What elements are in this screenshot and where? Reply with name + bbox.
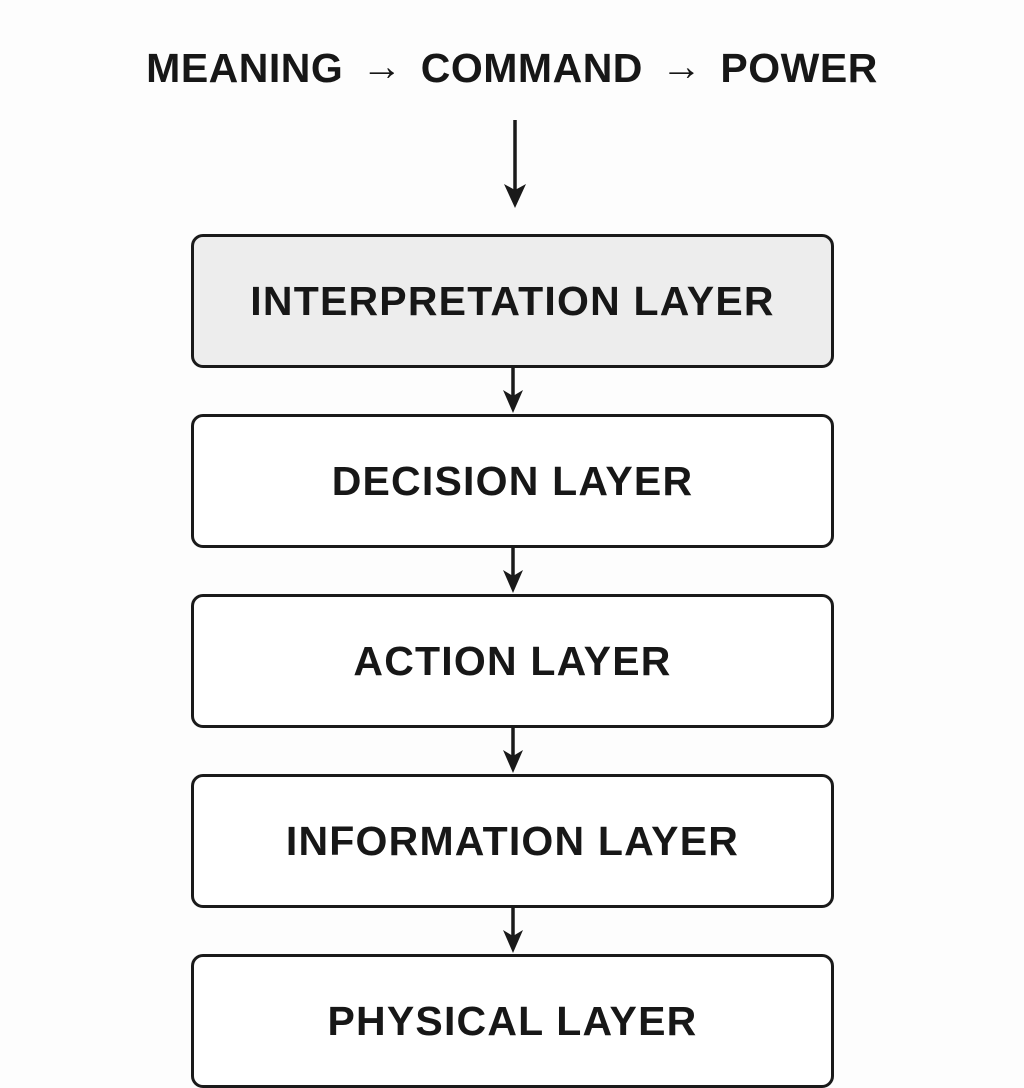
connector-arrow-1	[191, 368, 834, 414]
layer-block-physical: PHYSICAL LAYER	[191, 954, 834, 1088]
connector-arrow-2	[191, 548, 834, 594]
title-arrow-icon-2: →	[660, 43, 703, 89]
layer-label-physical: PHYSICAL LAYER	[327, 998, 698, 1044]
layer-block-decision: DECISION LAYER	[191, 414, 834, 594]
layer-box-information[interactable]: INFORMATION LAYER	[191, 774, 834, 908]
layer-box-interpretation[interactable]: INTERPRETATION LAYER	[191, 234, 834, 368]
layer-block-information: INFORMATION LAYER	[191, 774, 834, 954]
layer-label-information: INFORMATION LAYER	[285, 818, 740, 864]
layer-label-action: ACTION LAYER	[353, 638, 672, 684]
layer-block-action: ACTION LAYER	[191, 594, 834, 774]
title-segment-command: COMMAND	[420, 45, 643, 91]
title-arrow-icon-1: →	[361, 43, 403, 89]
layer-label-interpretation: INTERPRETATION LAYER	[250, 278, 775, 324]
layer-box-physical[interactable]: PHYSICAL LAYER	[191, 954, 834, 1088]
layer-stack: INTERPRETATION LAYER DECISION LAYER	[191, 234, 834, 1088]
layer-block-interpretation: INTERPRETATION LAYER	[191, 234, 834, 414]
connector-arrow-3	[191, 728, 834, 774]
diagram-canvas: MEANING → COMMAND → POWER INTERPRETATION LAY…	[0, 43, 1024, 1088]
layer-box-action[interactable]: ACTION LAYER	[191, 594, 834, 728]
entry-down-arrow-icon	[494, 118, 536, 210]
title-segment-meaning: MEANING	[146, 45, 344, 91]
title-segment-power: POWER	[720, 45, 878, 91]
layer-box-decision[interactable]: DECISION LAYER	[191, 414, 834, 548]
diagram-title: MEANING → COMMAND → POWER	[0, 43, 1024, 92]
connector-arrow-4	[191, 908, 834, 954]
layer-label-decision: DECISION LAYER	[331, 458, 694, 504]
